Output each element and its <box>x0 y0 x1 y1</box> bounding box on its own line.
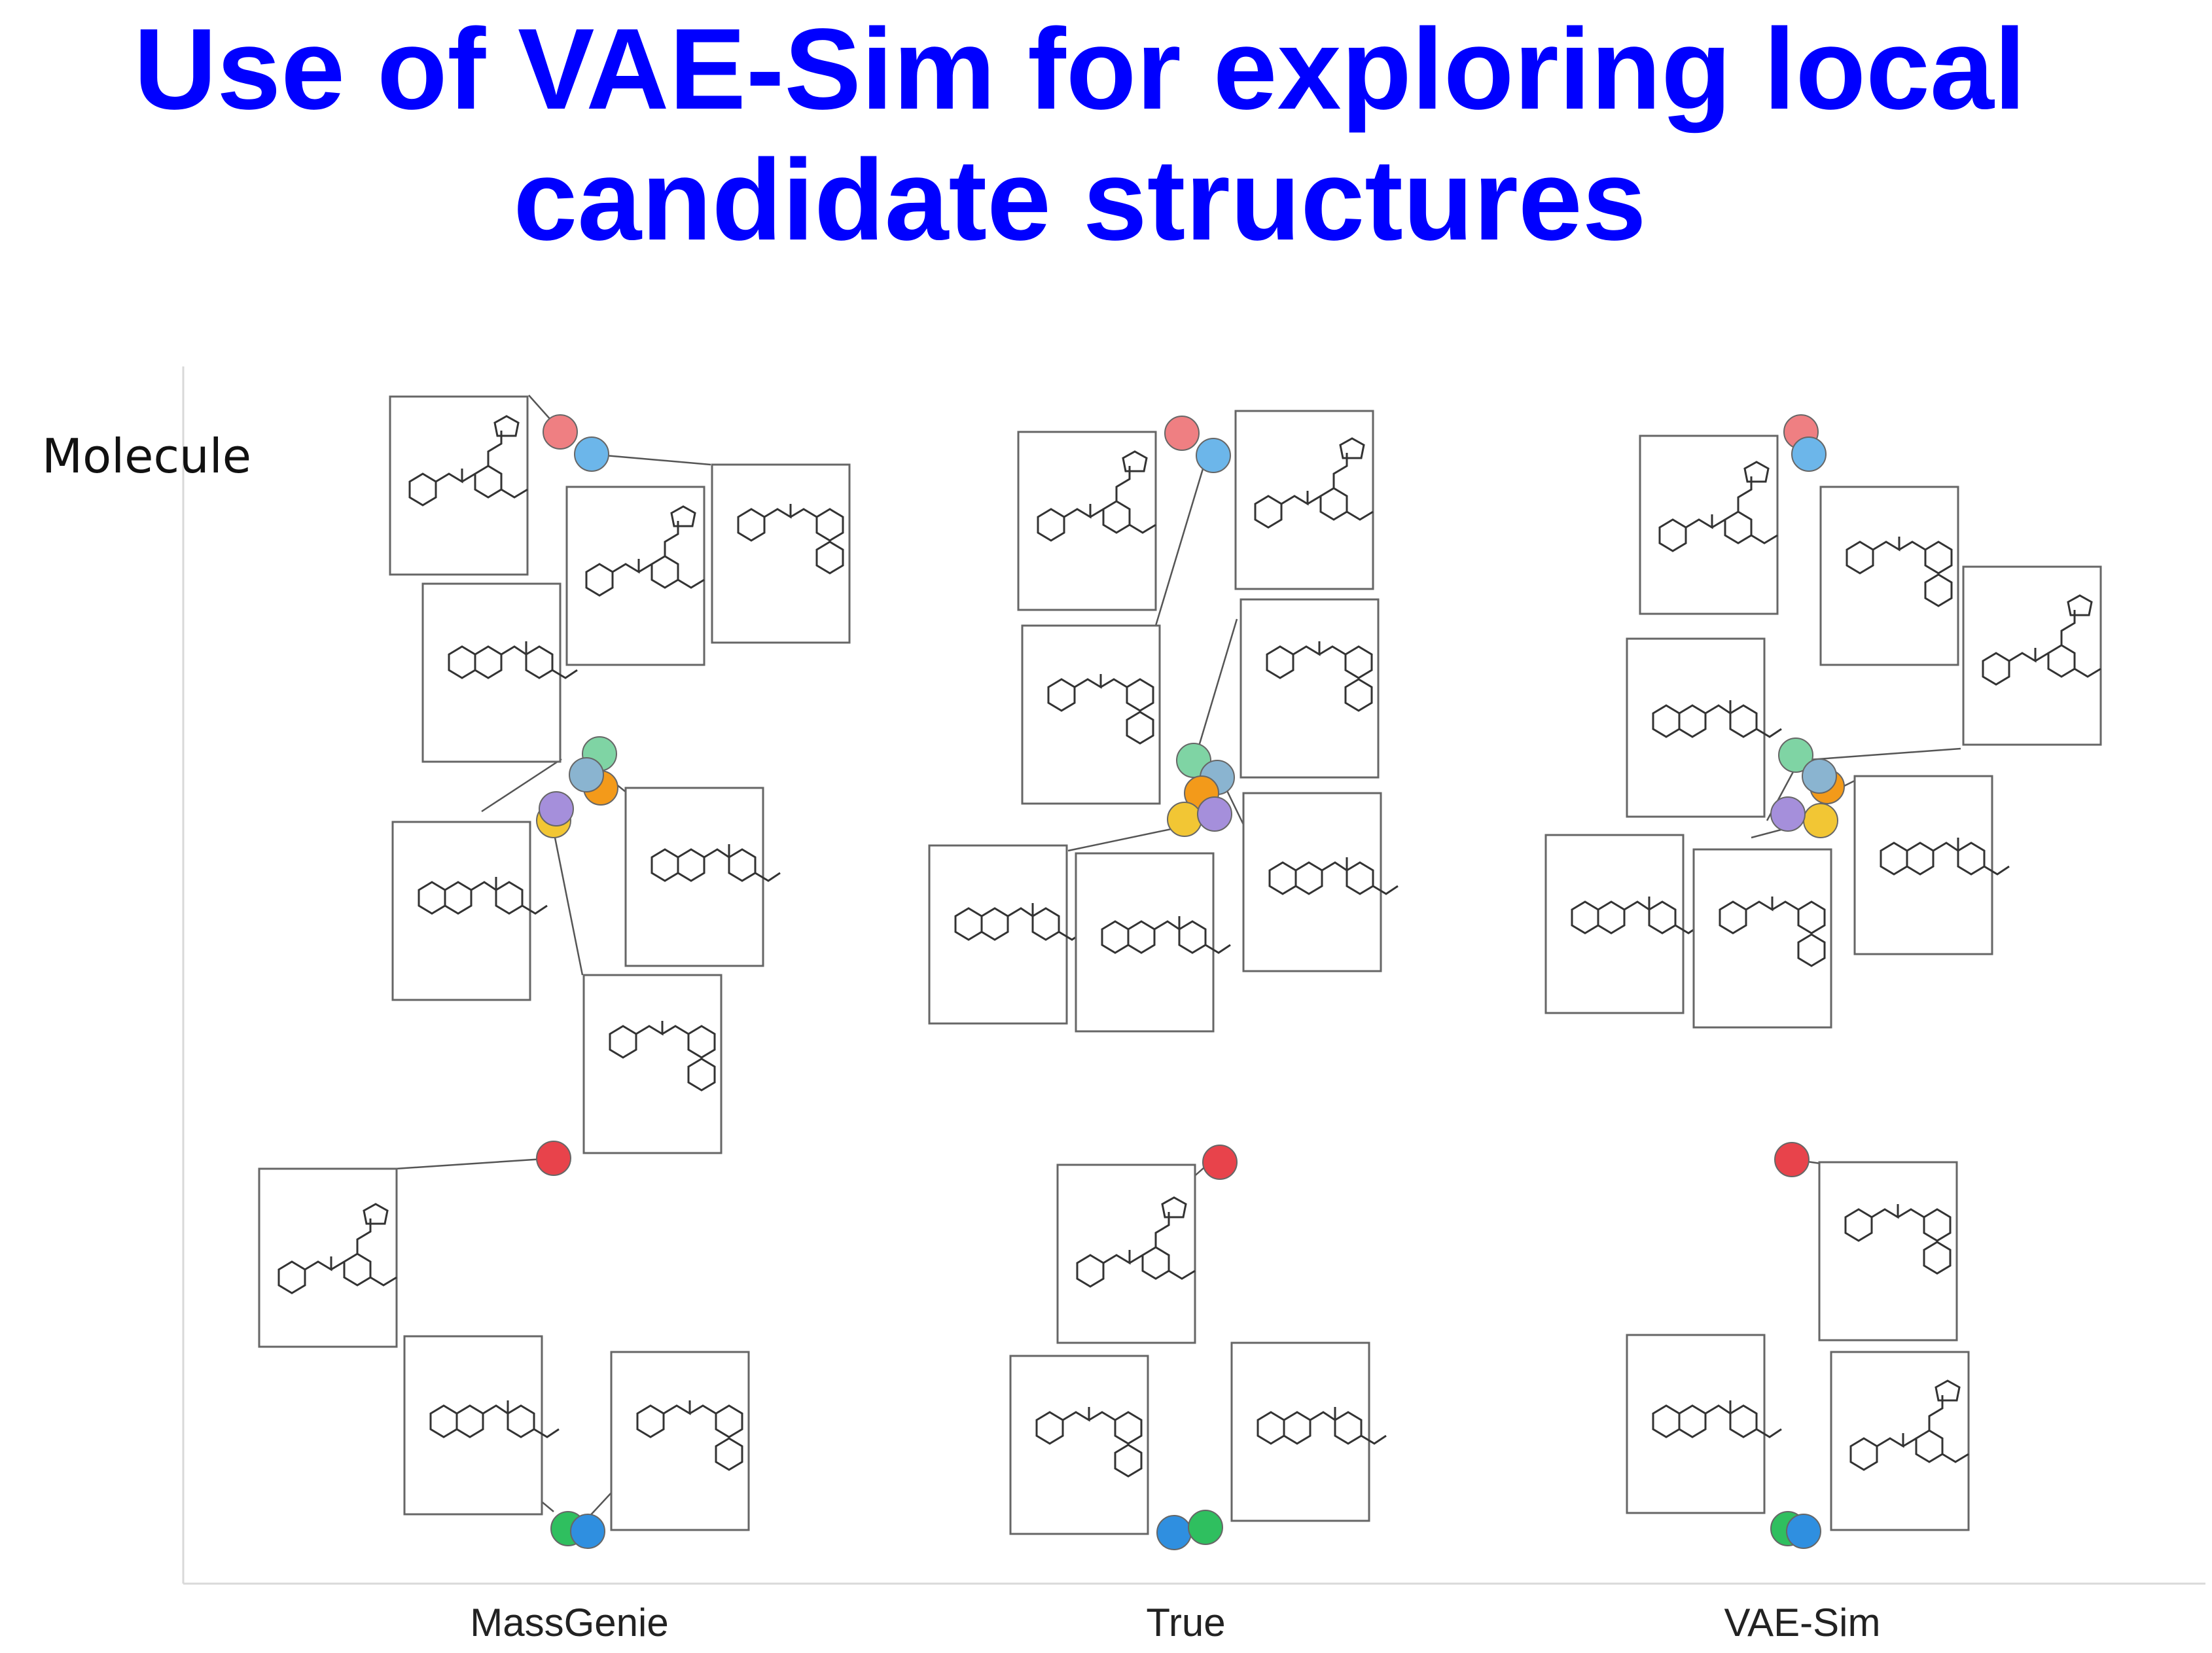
x-label-vae-sim: VAE-Sim <box>1724 1601 1881 1644</box>
molecule-card <box>1075 852 1232 1033</box>
x-label-true: True <box>1146 1601 1225 1644</box>
data-point <box>569 757 604 792</box>
slide-title-line-2: candidate structures <box>513 136 1647 264</box>
molecule-card <box>1962 565 2102 746</box>
molecule-card <box>1830 1351 1970 1531</box>
data-point <box>543 414 578 450</box>
data-point <box>539 791 574 826</box>
molecule-card <box>1017 431 1157 611</box>
data-point <box>1791 436 1827 472</box>
points-massgenie <box>536 414 618 1549</box>
data-point <box>574 436 609 472</box>
data-point <box>1803 803 1838 838</box>
molecule-card <box>1240 598 1380 779</box>
molecule-card <box>624 787 781 967</box>
data-point <box>1802 758 1837 794</box>
molecule-card <box>1692 848 1832 1029</box>
molecule-card <box>1626 637 1783 818</box>
data-point <box>1197 796 1232 832</box>
molecule-card <box>421 582 579 763</box>
molecule-card <box>391 821 548 1001</box>
data-point <box>1202 1145 1238 1180</box>
molecule-card <box>389 395 529 576</box>
molecule-card <box>711 463 851 644</box>
y-axis-label: Molecule <box>42 429 251 484</box>
molecule-card <box>1544 834 1702 1014</box>
data-point <box>1156 1515 1192 1550</box>
molecule-card <box>1853 775 2010 955</box>
molecule-card <box>565 486 705 666</box>
molecule-card <box>1819 486 1959 666</box>
molecule-card <box>1021 624 1161 805</box>
molecule-card <box>1230 1342 1387 1522</box>
data-point <box>1196 438 1231 473</box>
slide-title-line-1: Use of VAE-Sim for exploring local <box>134 5 2026 133</box>
molecule-card <box>1818 1161 1958 1342</box>
data-point <box>1778 738 1813 773</box>
molecule-card <box>1626 1334 1783 1514</box>
data-point <box>1164 416 1200 451</box>
points-vae-sim <box>1770 414 1845 1549</box>
molecule-card <box>1009 1355 1149 1535</box>
points-true <box>1156 416 1238 1550</box>
molecule-card <box>258 1167 398 1348</box>
data-point <box>1786 1514 1821 1549</box>
x-label-massgenie: MassGenie <box>470 1601 668 1644</box>
molecule-card <box>582 974 722 1154</box>
molecule-card <box>1056 1164 1196 1344</box>
data-point <box>536 1141 571 1176</box>
data-point <box>1167 802 1202 837</box>
data-point <box>1774 1142 1810 1177</box>
molecule-card <box>1639 435 1779 615</box>
data-point <box>570 1514 605 1549</box>
molecule-card <box>1242 792 1399 972</box>
data-point <box>1770 796 1806 832</box>
data-point <box>1188 1510 1223 1545</box>
molecule-card <box>403 1335 560 1516</box>
molecule-card <box>610 1351 750 1531</box>
molecule-card <box>1234 410 1374 590</box>
molecule-card <box>928 844 1085 1025</box>
